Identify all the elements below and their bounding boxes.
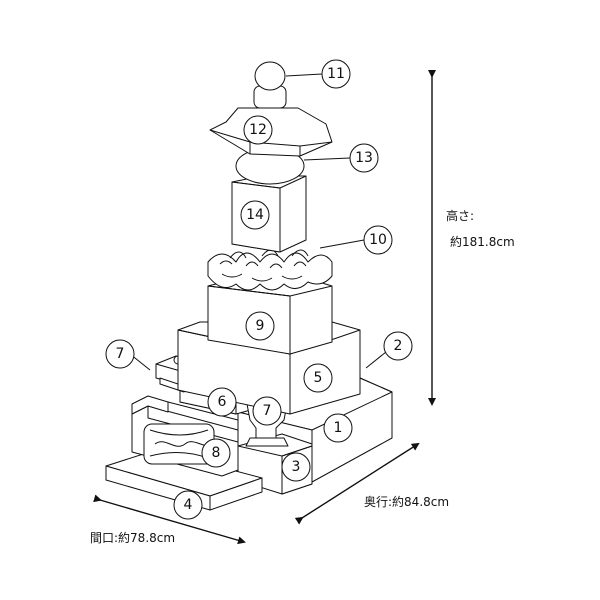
svg-text:4: 4 [184,497,193,513]
height-dimension: 高さ: 約181.8cm [428,70,515,406]
svg-text:3: 3 [292,459,301,475]
callout-14: 14 [240,200,270,230]
callout-4: 4 [173,490,203,520]
callout-11: 11 [321,59,351,89]
lotus-base [207,249,333,291]
svg-text:2: 2 [394,338,403,354]
svg-text:8: 8 [212,445,221,461]
width-dimension: 間口:約78.8cm [90,494,246,545]
svg-text:6: 6 [218,394,227,410]
svg-text:10: 10 [369,232,387,248]
callout-13: 13 [349,143,379,173]
depth-arrow [294,442,420,525]
callout-1: 1 [323,413,353,443]
svg-text:12: 12 [249,122,267,138]
width-arrow [93,494,246,545]
callout-5: 5 [303,363,333,393]
svg-text:1: 1 [334,420,343,436]
callout-6: 6 [207,387,237,417]
callout-10: 10 [363,225,393,255]
svg-text:7: 7 [263,403,272,419]
depth-dimension: 奥行:約84.8cm [294,442,449,525]
height-value: 約181.8cm [450,234,515,249]
depth-label: 奥行:約84.8cm [364,494,449,509]
svg-text:7: 7 [116,346,125,362]
svg-text:9: 9 [256,318,265,334]
svg-text:13: 13 [355,150,373,166]
callout-12: 12 [243,115,273,145]
callout-9: 9 [245,311,275,341]
callout-7-left: 7 [105,339,135,369]
svg-text:11: 11 [327,66,345,82]
svg-text:14: 14 [246,207,264,223]
height-label: 高さ: [446,208,474,223]
callout-3: 3 [281,452,311,482]
width-label: 間口:約78.8cm [90,530,175,545]
callout-7-right: 7 [252,396,282,426]
callout-8: 8 [201,438,231,468]
finial [253,61,287,109]
svg-text:5: 5 [314,370,323,386]
callout-2: 2 [383,331,413,361]
